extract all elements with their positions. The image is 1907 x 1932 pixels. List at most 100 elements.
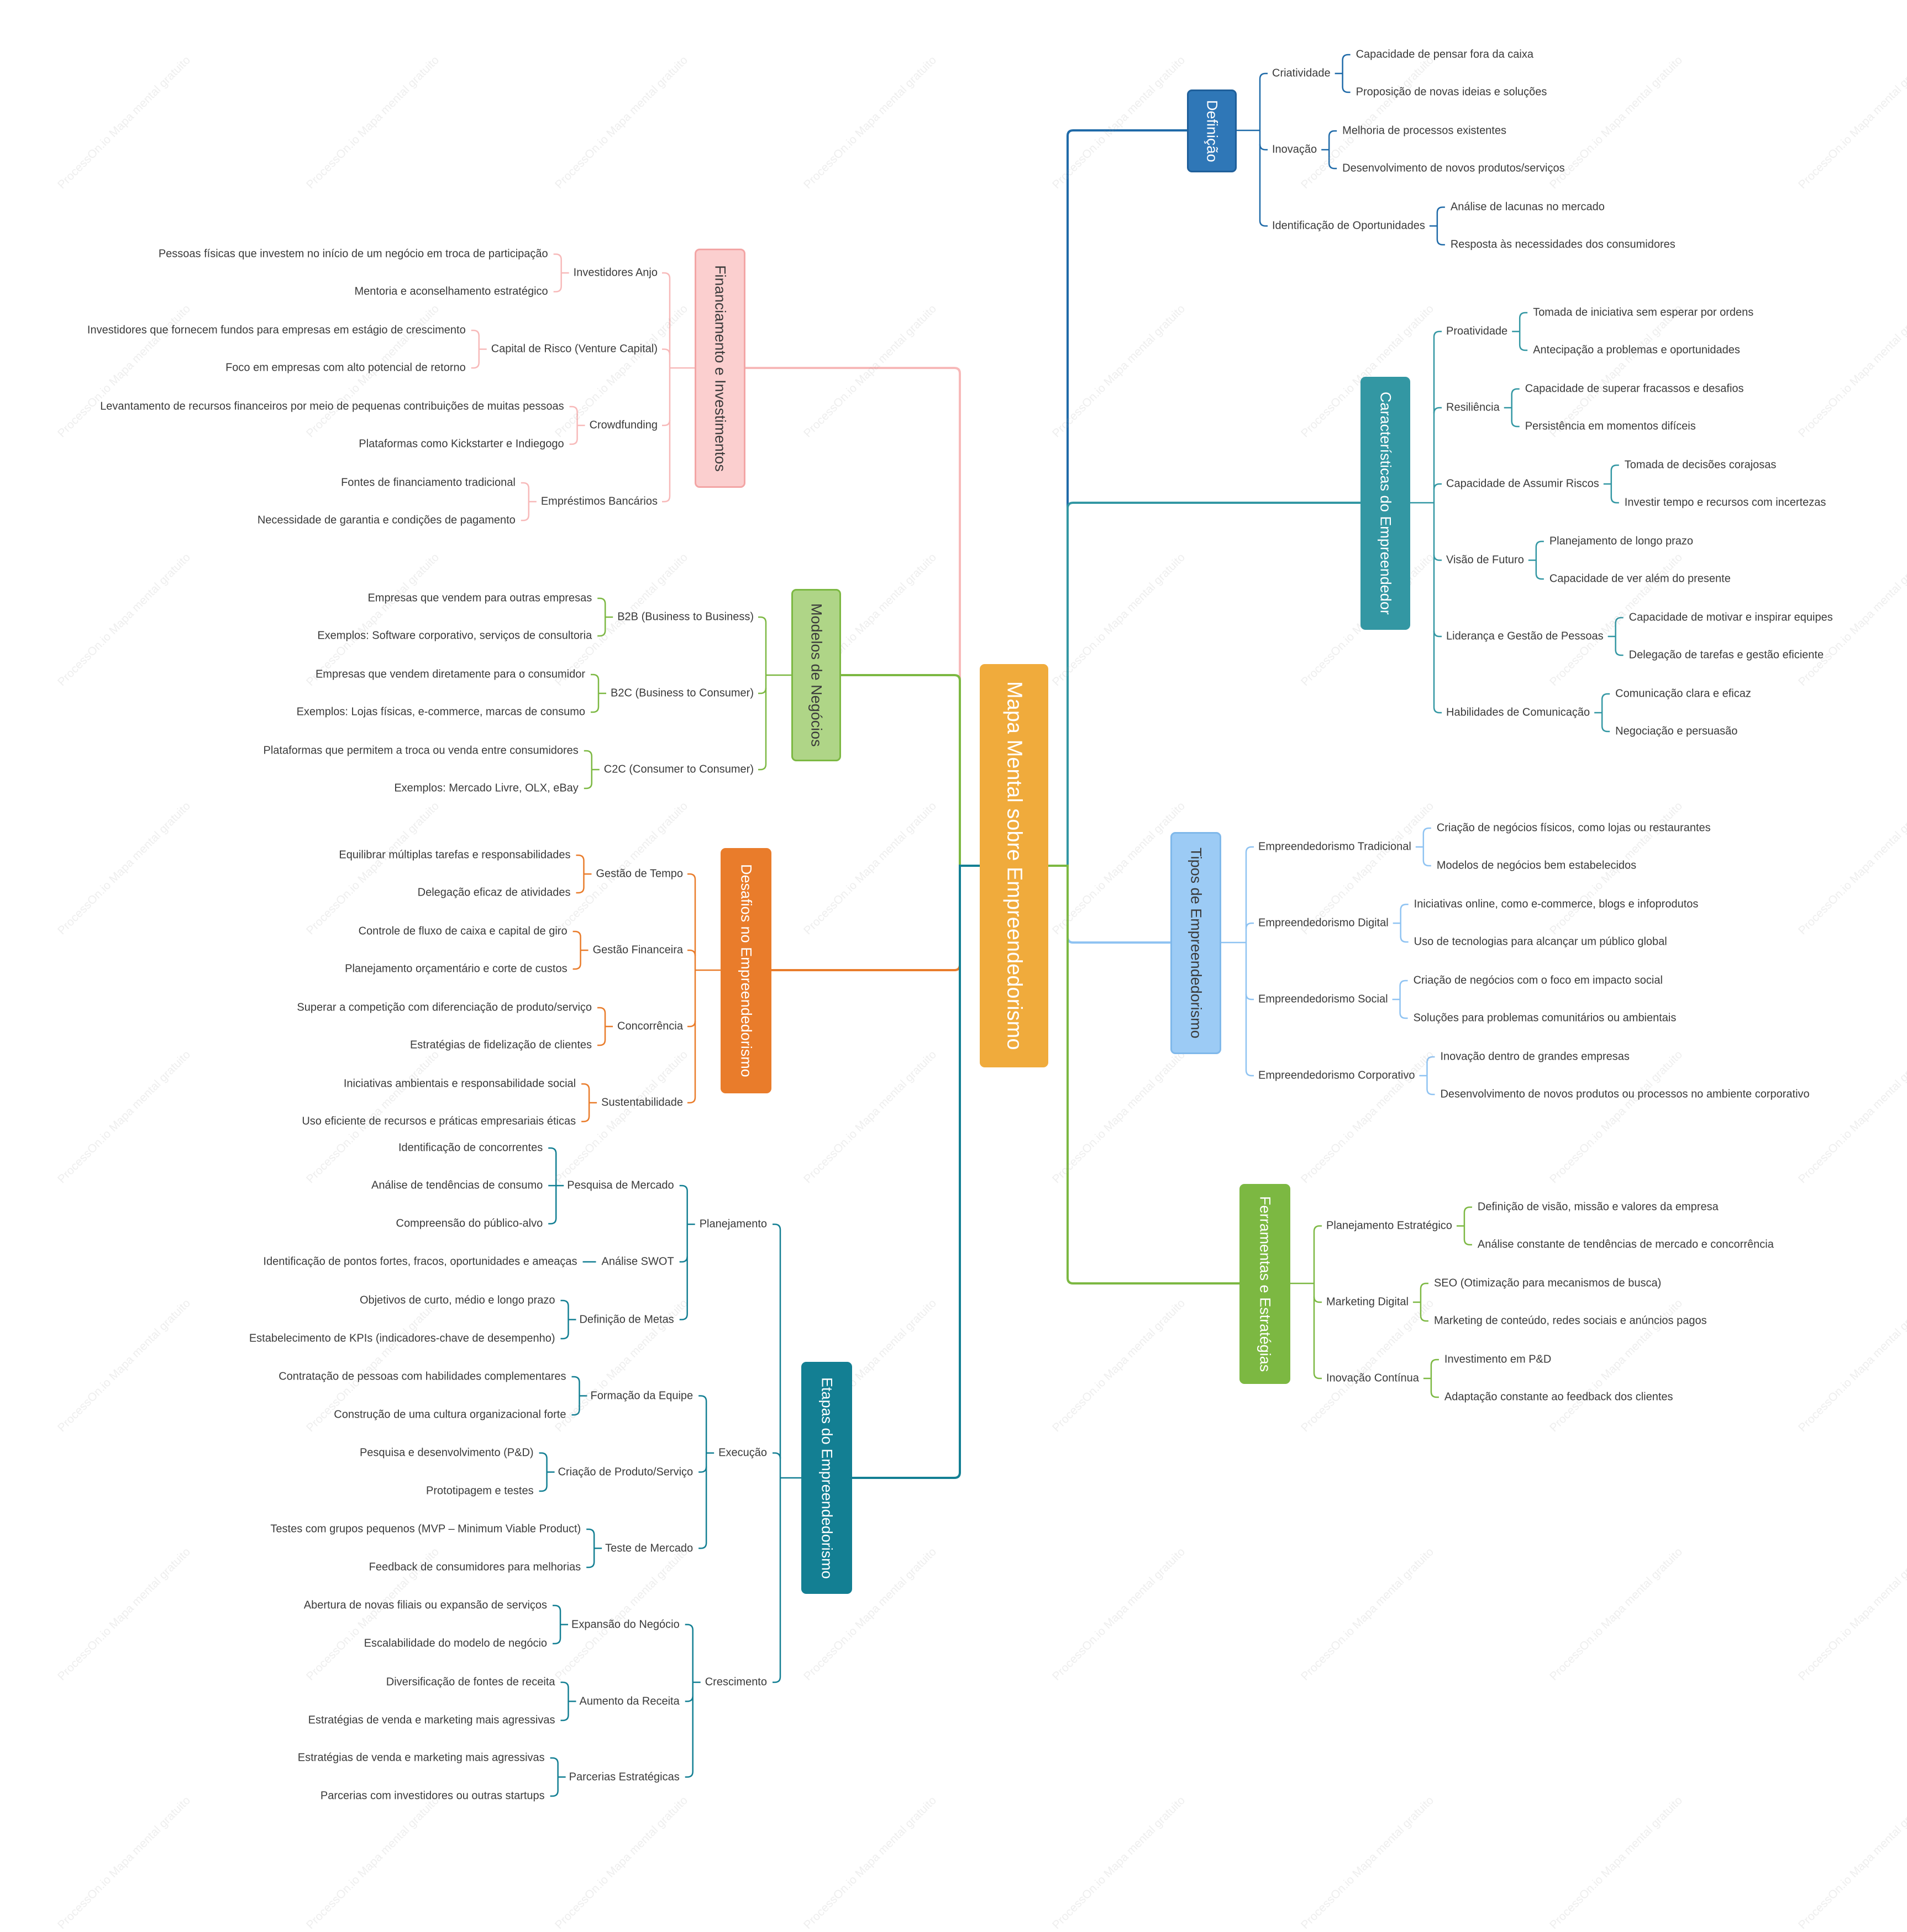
topic-ferramentas-e-estrategias[interactable]: Ferramentas e Estratégias bbox=[1239, 1184, 1290, 1384]
subtopic-parcerias-estrategicas[interactable]: Parcerias Estratégicas bbox=[569, 1771, 680, 1783]
leaf-criacao-de-negocios-fisicos-como-lojas-o[interactable]: Criação de negócios físicos, como lojas … bbox=[1436, 822, 1711, 834]
leaf-controle-de-fluxo-de-caixa-e-capital-de-[interactable]: Controle de fluxo de caixa e capital de … bbox=[358, 925, 568, 938]
leaf-modelos-de-negocios-bem-estabelecidos[interactable]: Modelos de negócios bem estabelecidos bbox=[1436, 859, 1637, 872]
leaf-empresas-que-vendem-diretamente-para-o-c[interactable]: Empresas que vendem diretamente para o c… bbox=[315, 668, 586, 681]
leaf-exemplos-software-corporativo-servicos-d[interactable]: Exemplos: Software corporativo, serviços… bbox=[317, 629, 592, 642]
leaf-seo-otimizacao-para-mecanismos-de-busca[interactable]: SEO (Otimização para mecanismos de busca… bbox=[1433, 1277, 1662, 1289]
leaf-necessidade-de-garantia-e-condicoes-de-p[interactable]: Necessidade de garantia e condições de p… bbox=[257, 514, 516, 527]
leaf-capacidade-de-motivar-e-inspirar-equipes[interactable]: Capacidade de motivar e inspirar equipes bbox=[1628, 611, 1833, 624]
leaf-investir-tempo-e-recursos-com-incertezas[interactable]: Investir tempo e recursos com incertezas bbox=[1624, 496, 1826, 509]
leaf-abertura-de-novas-filiais-ou-expansao-de[interactable]: Abertura de novas filiais ou expansão de… bbox=[303, 1599, 548, 1612]
leaf-investimento-em-p-d[interactable]: Investimento em P&D bbox=[1444, 1353, 1552, 1366]
leaf-adaptacao-constante-ao-feedback-dos-clie[interactable]: Adaptação constante ao feedback dos clie… bbox=[1444, 1391, 1673, 1403]
topic-modelos-de-negocios[interactable]: Modelos de Negócios bbox=[791, 589, 841, 761]
leaf-equilibrar-multiplas-tarefas-e-responsab[interactable]: Equilibrar múltiplas tarefas e responsab… bbox=[339, 849, 571, 861]
subtopic-empreendedorismo-corporativo[interactable]: Empreendedorismo Corporativo bbox=[1258, 1069, 1415, 1082]
subtopic-proatividade[interactable]: Proatividade bbox=[1446, 325, 1508, 338]
subtopic-b2b-business-to-business[interactable]: B2B (Business to Business) bbox=[617, 610, 754, 623]
leaf-diversificacao-de-fontes-de-receita[interactable]: Diversificação de fontes de receita bbox=[386, 1676, 555, 1688]
subtopic-analise-swot[interactable]: Análise SWOT bbox=[601, 1255, 674, 1268]
leaf-tomada-de-decisoes-corajosas[interactable]: Tomada de decisões corajosas bbox=[1624, 459, 1777, 471]
leaf-desenvolvimento-de-novos-produtos-servic[interactable]: Desenvolvimento de novos produtos/serviç… bbox=[1342, 162, 1565, 175]
subtopic-empreendedorismo-social[interactable]: Empreendedorismo Social bbox=[1258, 993, 1388, 1006]
topic-caracteristicas-do-empreendedor[interactable]: Características do Empreendedor bbox=[1360, 377, 1410, 630]
topic-definicao[interactable]: Definição bbox=[1187, 90, 1237, 172]
leaf-pesquisa-e-desenvolvimento-p-d[interactable]: Pesquisa e desenvolvimento (P&D) bbox=[359, 1446, 534, 1459]
leaf-planejamento-de-longo-prazo[interactable]: Planejamento de longo prazo bbox=[1549, 535, 1694, 548]
leaf-desenvolvimento-de-novos-produtos-ou-pro[interactable]: Desenvolvimento de novos produtos ou pro… bbox=[1440, 1088, 1810, 1101]
leaf-uso-de-tecnologias-para-alcancar-um-publ[interactable]: Uso de tecnologias para alcançar um públ… bbox=[1414, 935, 1667, 948]
leaf-escalabilidade-do-modelo-de-negocio[interactable]: Escalabilidade do modelo de negócio bbox=[364, 1637, 548, 1650]
subtopic-identificacao-de-oportunidades[interactable]: Identificação de Oportunidades bbox=[1272, 219, 1425, 232]
leaf-investidores-que-fornecem-fundos-para-em[interactable]: Investidores que fornecem fundos para em… bbox=[87, 324, 466, 336]
leaf-identificacao-de-concorrentes[interactable]: Identificação de concorrentes bbox=[398, 1141, 543, 1154]
leaf-negociacao-e-persuasao[interactable]: Negociação e persuasão bbox=[1615, 725, 1738, 738]
subtopic-empreendedorismo-digital[interactable]: Empreendedorismo Digital bbox=[1258, 917, 1389, 929]
leaf-resposta-as-necessidades-dos-consumidore[interactable]: Resposta às necessidades dos consumidore… bbox=[1450, 238, 1675, 251]
leaf-antecipacao-a-problemas-e-oportunidades[interactable]: Antecipação a problemas e oportunidades bbox=[1533, 344, 1740, 356]
leaf-capacidade-de-pensar-fora-da-caixa[interactable]: Capacidade de pensar fora da caixa bbox=[1356, 48, 1533, 61]
subtopic-lideranca-e-gestao-de-pessoas[interactable]: Liderança e Gestão de Pessoas bbox=[1446, 630, 1604, 643]
leaf-tomada-de-iniciativa-sem-esperar-por-ord[interactable]: Tomada de iniciativa sem esperar por ord… bbox=[1533, 306, 1754, 319]
leaf-compreensao-do-publico-alvo[interactable]: Compreensão do público-alvo bbox=[396, 1217, 543, 1230]
leaf-feedback-de-consumidores-para-melhorias[interactable]: Feedback de consumidores para melhorias bbox=[369, 1561, 581, 1573]
subtopic-inovacao-continua[interactable]: Inovação Contínua bbox=[1326, 1372, 1419, 1384]
subtopic-concorrencia[interactable]: Concorrência bbox=[617, 1020, 683, 1033]
subtopic-capital-de-risco-venture-capital[interactable]: Capital de Risco (Venture Capital) bbox=[491, 343, 658, 355]
leaf-contratacao-de-pessoas-com-habilidades-c[interactable]: Contratação de pessoas com habilidades c… bbox=[279, 1370, 566, 1383]
leaf-empresas-que-vendem-para-outras-empresas[interactable]: Empresas que vendem para outras empresas bbox=[367, 592, 592, 604]
subtopic-emprestimos-bancarios[interactable]: Empréstimos Bancários bbox=[540, 495, 658, 508]
subtopic-gestao-de-tempo[interactable]: Gestão de Tempo bbox=[596, 867, 683, 880]
subtopic-marketing-digital[interactable]: Marketing Digital bbox=[1326, 1296, 1409, 1308]
subtopic-resiliencia[interactable]: Resiliência bbox=[1446, 401, 1500, 414]
leaf-inovacao-dentro-de-grandes-empresas[interactable]: Inovação dentro de grandes empresas bbox=[1440, 1050, 1630, 1063]
leaf-criacao-de-negocios-com-o-foco-em-impact[interactable]: Criação de negócios com o foco em impact… bbox=[1413, 974, 1663, 987]
leaf-levantamento-de-recursos-financeiros-por[interactable]: Levantamento de recursos financeiros por… bbox=[100, 400, 564, 413]
leaf-testes-com-grupos-pequenos-mvp-minimum-v[interactable]: Testes com grupos pequenos (MVP – Minimu… bbox=[270, 1523, 581, 1535]
subtopic-visao-de-futuro[interactable]: Visão de Futuro bbox=[1446, 554, 1524, 566]
subtopic-formacao-da-equipe[interactable]: Formação da Equipe bbox=[590, 1389, 694, 1402]
subtopic-b2c-business-to-consumer[interactable]: B2C (Business to Consumer) bbox=[611, 687, 754, 699]
subtopic-planejamento-estrategico[interactable]: Planejamento Estratégico bbox=[1326, 1219, 1452, 1232]
leaf-persistencia-em-momentos-dificeis[interactable]: Persistência em momentos difíceis bbox=[1525, 420, 1696, 433]
subtopic-habilidades-de-comunicacao[interactable]: Habilidades de Comunicação bbox=[1446, 706, 1590, 719]
leaf-analise-constante-de-tendencias-de-merca[interactable]: Análise constante de tendências de merca… bbox=[1477, 1238, 1774, 1251]
topic-tipos-de-empreendedorismo[interactable]: Tipos de Empreendedorismo bbox=[1170, 832, 1221, 1054]
subtopic-aumento-da-receita[interactable]: Aumento da Receita bbox=[579, 1695, 680, 1707]
topic-financiamento-e-investimentos[interactable]: Financiamento e Investimentos bbox=[695, 249, 745, 488]
subtopic-pesquisa-de-mercado[interactable]: Pesquisa de Mercado bbox=[567, 1179, 674, 1192]
leaf-estrategias-de-venda-e-marketing-mais-ag[interactable]: Estratégias de venda e marketing mais ag… bbox=[308, 1714, 555, 1726]
leaf-iniciativas-online-como-e-commerce-blogs[interactable]: Iniciativas online, como e-commerce, blo… bbox=[1414, 898, 1699, 910]
leaf-planejamento-orcamentario-e-corte-de-cus[interactable]: Planejamento orçamentário e corte de cus… bbox=[345, 962, 568, 975]
leaf-uso-eficiente-de-recursos-e-praticas-emp[interactable]: Uso eficiente de recursos e práticas emp… bbox=[302, 1115, 576, 1128]
central-topic[interactable]: Mapa Mental sobre Empreendedorismo bbox=[980, 664, 1048, 1067]
subtopic-teste-de-mercado[interactable]: Teste de Mercado bbox=[605, 1542, 694, 1554]
topic-etapas-do-empreendedorismo[interactable]: Etapas do Empreendedorismo bbox=[801, 1362, 852, 1594]
leaf-comunicacao-clara-e-eficaz[interactable]: Comunicação clara e eficaz bbox=[1615, 687, 1751, 700]
leaf-exemplos-mercado-livre-olx-ebay[interactable]: Exemplos: Mercado Livre, OLX, eBay bbox=[394, 782, 579, 794]
subtopic-execucao[interactable]: Execução bbox=[718, 1446, 767, 1459]
subtopic-criacao-de-produto-servico[interactable]: Criação de Produto/Serviço bbox=[558, 1466, 694, 1478]
subtopic-expansao-do-negocio[interactable]: Expansão do Negócio bbox=[571, 1618, 680, 1630]
leaf-construcao-de-uma-cultura-organizacional[interactable]: Construção de uma cultura organizacional… bbox=[334, 1408, 566, 1421]
leaf-prototipagem-e-testes[interactable]: Prototipagem e testes bbox=[426, 1484, 534, 1497]
leaf-mentoria-e-aconselhamento-estrategico[interactable]: Mentoria e aconselhamento estratégico bbox=[354, 285, 548, 298]
leaf-plataformas-como-kickstarter-e-indiegogo[interactable]: Plataformas como Kickstarter e Indiegogo bbox=[359, 438, 564, 450]
leaf-marketing-de-conteudo-redes-sociais-e-an[interactable]: Marketing de conteúdo, redes sociais e a… bbox=[1433, 1314, 1707, 1327]
leaf-analise-de-tendencias-de-consumo[interactable]: Análise de tendências de consumo bbox=[371, 1179, 543, 1192]
leaf-estrategias-de-venda-e-marketing-mais-ag[interactable]: Estratégias de venda e marketing mais ag… bbox=[297, 1751, 545, 1764]
subtopic-criatividade[interactable]: Criatividade bbox=[1272, 67, 1331, 80]
leaf-delegacao-de-tarefas-e-gestao-eficiente[interactable]: Delegação de tarefas e gestão eficiente bbox=[1628, 649, 1824, 661]
leaf-objetivos-de-curto-medio-e-longo-prazo[interactable]: Objetivos de curto, médio e longo prazo bbox=[359, 1294, 555, 1307]
leaf-plataformas-que-permitem-a-troca-ou-vend[interactable]: Plataformas que permitem a troca ou vend… bbox=[263, 744, 579, 757]
leaf-solucoes-para-problemas-comunitarios-ou-[interactable]: Soluções para problemas comunitários ou … bbox=[1413, 1012, 1677, 1024]
subtopic-sustentabilidade[interactable]: Sustentabilidade bbox=[601, 1096, 683, 1109]
leaf-melhoria-de-processos-existentes[interactable]: Melhoria de processos existentes bbox=[1342, 124, 1506, 137]
leaf-identificacao-de-pontos-fortes-fracos-op[interactable]: Identificação de pontos fortes, fracos, … bbox=[263, 1255, 577, 1268]
subtopic-definicao-de-metas[interactable]: Definição de Metas bbox=[579, 1313, 674, 1325]
subtopic-crescimento[interactable]: Crescimento bbox=[705, 1676, 767, 1688]
leaf-capacidade-de-ver-alem-do-presente[interactable]: Capacidade de ver além do presente bbox=[1549, 572, 1731, 585]
leaf-definicao-de-visao-missao-e-valores-da-e[interactable]: Definição de visão, missão e valores da … bbox=[1477, 1201, 1719, 1213]
leaf-foco-em-empresas-com-alto-potencial-de-r[interactable]: Foco em empresas com alto potencial de r… bbox=[225, 361, 466, 374]
subtopic-planejamento[interactable]: Planejamento bbox=[699, 1218, 767, 1230]
